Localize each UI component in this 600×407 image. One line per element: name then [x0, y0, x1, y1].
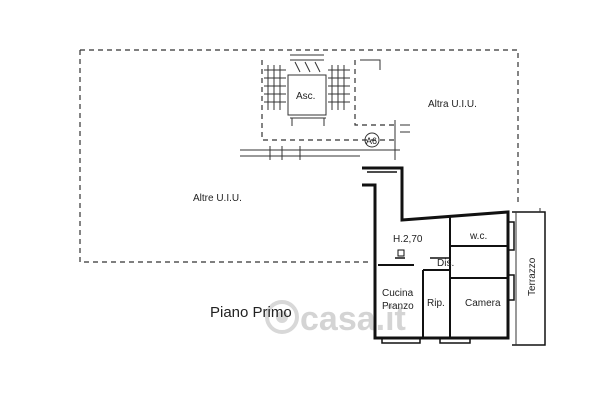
elevator-label: Asc.	[296, 91, 315, 102]
ceiling-height-label: H.2,70	[393, 234, 423, 245]
stair-core	[264, 54, 381, 126]
floor-title: Piano Primo	[210, 304, 292, 321]
stair-marker	[364, 132, 380, 148]
corridor: A6	[240, 120, 410, 160]
storage-label: Rip.	[427, 298, 445, 309]
watermark: casa.it	[265, 300, 406, 338]
hall-label: Dis.	[437, 258, 454, 269]
other-unit-right-label: Altra U.I.U.	[428, 99, 477, 110]
stair-marker-label: A6	[366, 136, 377, 146]
apartment-walls	[362, 166, 515, 344]
terrace	[512, 208, 546, 346]
bedroom-label: Camera	[465, 298, 501, 309]
wc-label: w.c.	[469, 231, 487, 242]
kitchen-label-line2: Pranzo	[382, 301, 414, 312]
terrace-label: Terrazzo	[527, 257, 538, 296]
other-units-left-label: Altre U.I.U.	[193, 193, 242, 204]
watermark-text: casa.it	[300, 300, 406, 338]
kitchen-label-line1: Cucina	[382, 288, 414, 299]
other-units-boundary	[79, 49, 519, 263]
